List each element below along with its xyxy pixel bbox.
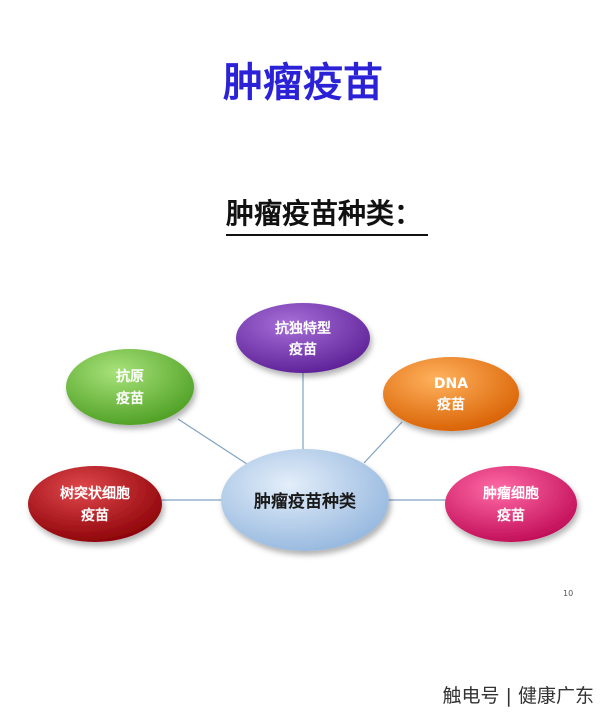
node-label-line1: 树突状细胞 [60,485,130,502]
page-title: 肿瘤疫苗 [223,60,383,106]
page-number: 10 [563,589,574,598]
node-dna-vaccine: DNA 疫苗 [383,357,519,431]
center-node: 肿瘤疫苗种类 [221,449,389,551]
node-dendritic-cell-vaccine: 树突状细胞 疫苗 [28,466,162,542]
node-label-line2: 疫苗 [289,341,317,358]
section-subtitle: 肿瘤疫苗种类： [226,192,429,236]
node-label-line1: 抗独特型 [275,320,331,337]
node-label-line2: 疫苗 [81,507,109,524]
node-label-line1: DNA [434,376,468,392]
node-anti-idiotype-vaccine: 抗独特型 疫苗 [236,303,370,373]
node-tumor-cell-vaccine: 肿瘤细胞 疫苗 [445,466,577,542]
node-antigen-vaccine: 抗原 疫苗 [66,349,194,425]
connector-line [177,418,251,467]
watermark-text: 触电号 | 健康广东 [442,685,594,707]
node-label-line2: 疫苗 [116,390,144,407]
node-label-line2: 疫苗 [437,396,465,413]
connector-line [363,421,403,464]
node-label-line2: 疫苗 [497,507,525,524]
center-node-label: 肿瘤疫苗种类 [254,491,357,512]
node-label-line1: 肿瘤细胞 [483,485,539,502]
node-label-line1: 抗原 [116,368,144,385]
